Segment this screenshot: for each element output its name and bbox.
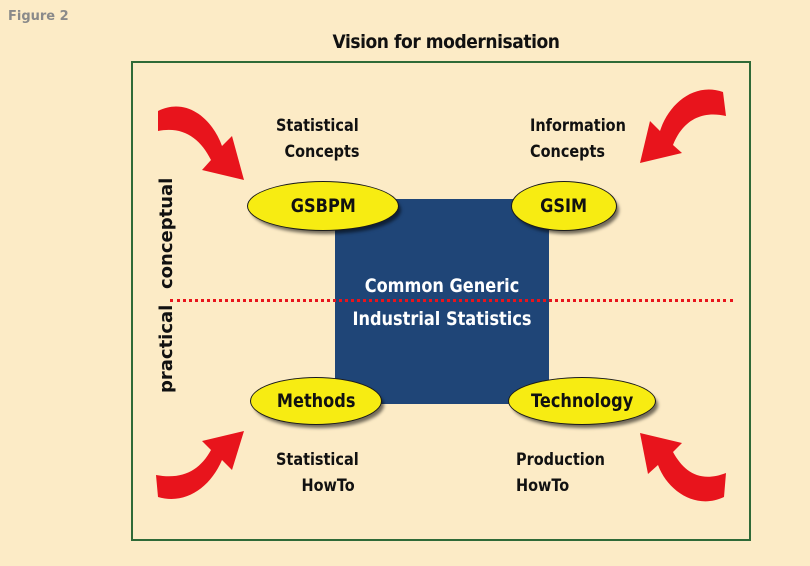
label-information-concepts-line1: Information [530, 116, 626, 136]
arrow-bottom-left-icon [156, 431, 244, 499]
label-statistical-howto: Statistical HowTo [276, 447, 359, 499]
ellipse-methods: Methods [251, 378, 381, 424]
label-statistical-concepts-line2: Concepts [284, 142, 360, 162]
label-statistical-concepts-line1: Statistical [276, 116, 359, 136]
ellipse-gsbpm-text: GSBPM [290, 195, 356, 217]
ellipse-technology-text: Technology [530, 390, 634, 412]
ellipse-methods-text: Methods [276, 390, 356, 412]
center-text-line2: Industrial Statistics [352, 308, 532, 330]
conceptual-practical-divider [170, 299, 733, 302]
label-statistical-howto-line2: HowTo [301, 476, 355, 496]
label-statistical-concepts: Statistical Concepts [276, 113, 360, 165]
arrow-top-right-icon [640, 89, 726, 163]
label-production-howto-line1: Production [516, 450, 605, 470]
label-information-concepts: Information Concepts [530, 113, 626, 165]
diagram-title: Vision for modernisation [332, 31, 560, 53]
ellipse-gsbpm: GSBPM [248, 182, 398, 230]
center-text-line1: Common Generic [364, 275, 520, 297]
ellipse-technology: Technology [509, 378, 655, 424]
diagram-frame [131, 61, 751, 541]
arrow-bottom-right-icon [640, 433, 726, 502]
arrow-top-left-icon [158, 106, 244, 180]
label-production-howto: Production HowTo [516, 447, 605, 499]
label-production-howto-line2: HowTo [516, 476, 570, 496]
ellipse-gsim: GSIM [512, 182, 616, 230]
center-text: Common Generic Industrial Statistics [351, 270, 533, 336]
figure-label: Figure 2 [8, 9, 69, 24]
ellipse-gsim-text: GSIM [540, 195, 588, 217]
label-statistical-howto-line1: Statistical [276, 450, 359, 470]
label-information-concepts-line2: Concepts [530, 142, 606, 162]
